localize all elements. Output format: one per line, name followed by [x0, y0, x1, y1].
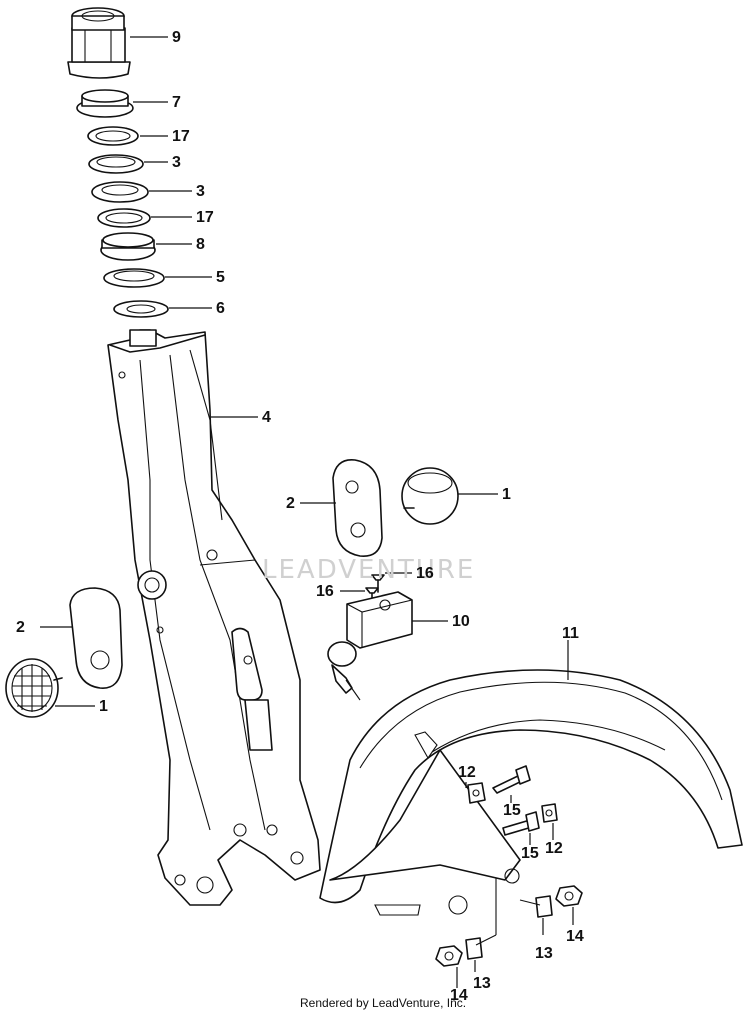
callout-3-lower: 3	[196, 183, 205, 200]
part-5-dust-seal	[103, 268, 212, 288]
callout-17-upper: 17	[172, 128, 190, 145]
part-9-steering-stem-nut	[67, 7, 168, 79]
callout-6: 6	[216, 300, 225, 317]
callout-12-right: 12	[545, 840, 563, 857]
callout-1-right: 1	[502, 486, 511, 503]
part-4-front-fork	[107, 329, 321, 906]
callout-4: 4	[262, 409, 271, 426]
callout-16-upper: 16	[416, 565, 434, 582]
callout-15-upper: 15	[503, 802, 521, 819]
callout-13-bottom: 13	[473, 975, 491, 992]
callout-14-bottom: 14	[450, 987, 468, 1004]
part-11-front-fender	[319, 640, 743, 916]
part-7-cone-race	[76, 89, 168, 118]
footer-credit: Rendered by LeadVenture, Inc.	[300, 996, 467, 1010]
part-17-steel-balls-upper	[87, 126, 168, 146]
part-16-screws	[340, 572, 412, 605]
callout-3-upper: 3	[172, 154, 181, 171]
part-1-reflector-right	[401, 467, 498, 525]
watermark-text: LEADVENTURE	[262, 555, 476, 585]
part-6-washer	[113, 300, 212, 318]
callout-8: 8	[196, 236, 205, 253]
callout-2-left: 2	[16, 619, 25, 636]
callout-1-left: 1	[99, 698, 108, 715]
callout-17-lower: 17	[196, 209, 214, 226]
fender-hardware	[435, 765, 583, 988]
callout-14-right: 14	[566, 928, 584, 945]
callout-15-lower: 15	[521, 845, 539, 862]
part-3-ball-race-upper	[88, 154, 168, 174]
part-2-reflector-base-right	[300, 459, 383, 557]
part-17-steel-balls-lower	[97, 208, 192, 228]
part-1-reflector-left	[5, 658, 95, 718]
callout-5: 5	[216, 269, 225, 286]
callout-10: 10	[452, 613, 470, 630]
part-3-ball-race-lower	[91, 181, 192, 203]
callout-12-left: 12	[458, 764, 476, 781]
callout-2-right: 2	[286, 495, 295, 512]
part-2-reflector-base-left	[40, 587, 123, 689]
callout-11: 11	[562, 625, 579, 642]
callout-7: 7	[172, 94, 181, 111]
callout-9: 9	[172, 29, 181, 46]
part-10-steering-lock	[327, 591, 448, 701]
part-8-cone-race-bottom	[100, 232, 192, 261]
callout-16-lower: 16	[316, 583, 334, 600]
callout-13-right: 13	[535, 945, 553, 962]
